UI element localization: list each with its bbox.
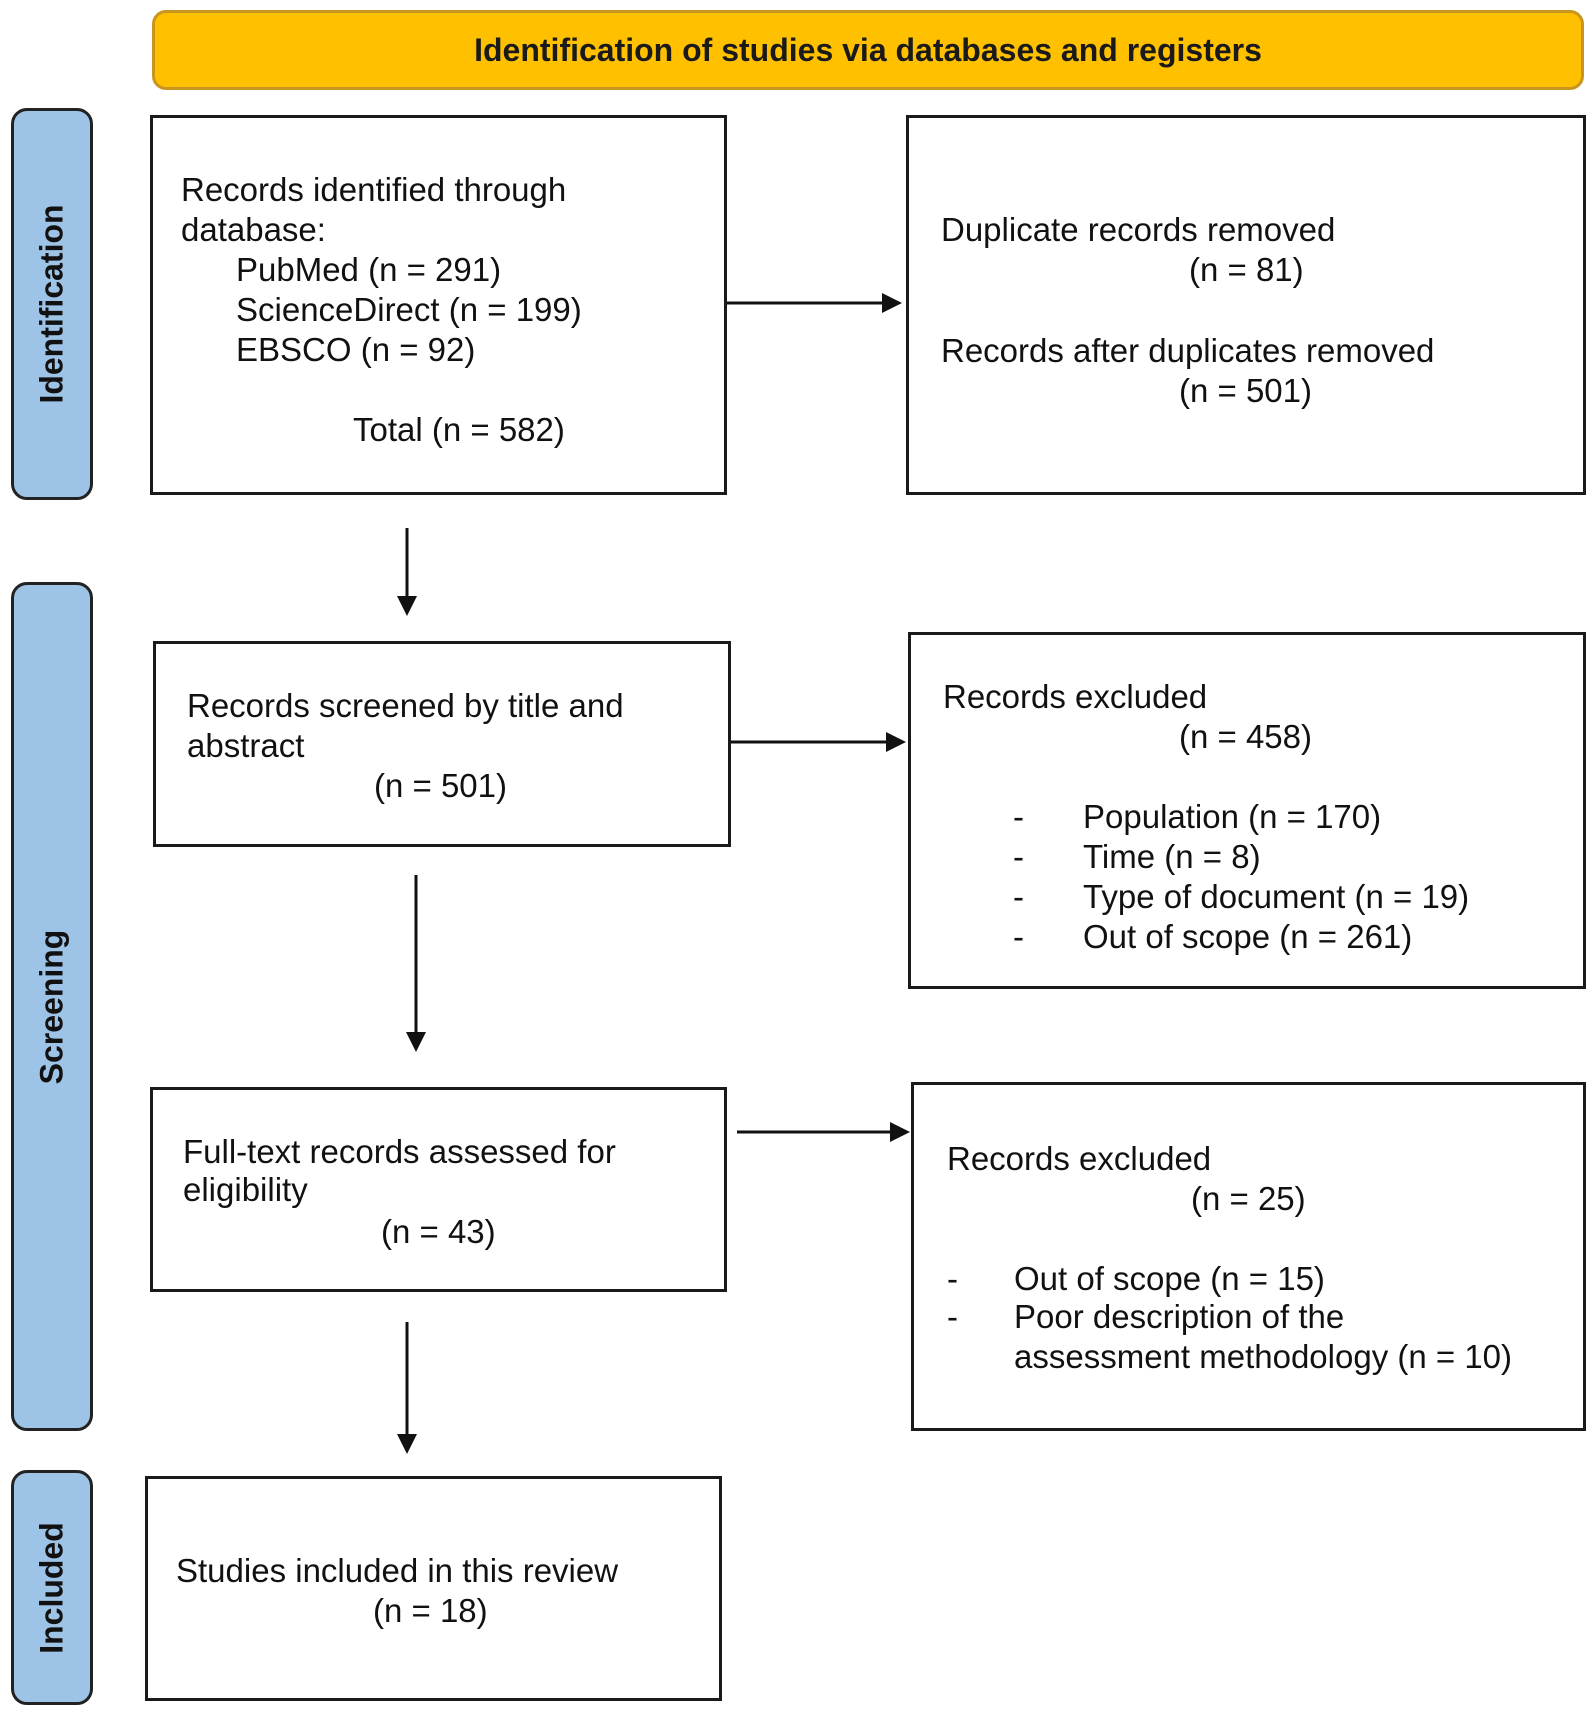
duplicates-box: Duplicate records removed (n = 81) Recor…: [906, 115, 1586, 495]
studies-included-line1: Studies included in this review: [176, 1552, 619, 1589]
records-screened-line1: Records screened by title and: [187, 687, 624, 724]
records-identified-box: Records identified through database: Pub…: [150, 115, 727, 495]
records-screened-box: Records screened by title and abstract (…: [153, 641, 731, 847]
records-screened-line2: abstract: [187, 727, 305, 764]
reason-population: Population (n = 170): [1083, 798, 1382, 835]
records-excluded-screening-box: Records excluded (n = 458) - Population …: [908, 632, 1586, 989]
fulltext-count: (n = 43): [381, 1213, 496, 1250]
studies-included-box: Studies included in this review (n = 18): [145, 1476, 722, 1701]
excluded-screening-label: Records excluded: [943, 678, 1208, 715]
reason-poor-description-continuation: assessment methodology (n = 10): [1014, 1338, 1513, 1375]
phase-screening: Screening: [11, 582, 93, 1431]
reason-bullet: -: [1013, 798, 1024, 835]
excluded-fulltext-count: (n = 25): [1191, 1180, 1306, 1217]
records-screened-count: (n = 501): [374, 767, 507, 804]
flow-header-title: Identification of studies via databases …: [474, 31, 1262, 68]
source-sciencedirect: ScienceDirect (n = 199): [236, 291, 582, 328]
reason-time: Time (n = 8): [1083, 838, 1261, 875]
reason-out-of-scope: Out of scope (n = 15): [1014, 1260, 1325, 1297]
reason-out-of-scope: Out of scope (n = 261): [1083, 918, 1413, 955]
arrowhead-down-icon: [406, 1032, 426, 1052]
reason-bullet: -: [1013, 838, 1024, 875]
arrowhead-right-icon: [882, 293, 902, 313]
excluded-screening-count: (n = 458): [1179, 718, 1312, 755]
source-pubmed: PubMed (n = 291): [236, 251, 502, 288]
excluded-fulltext-label: Records excluded: [947, 1140, 1212, 1177]
arrowhead-right-icon: [890, 1122, 910, 1142]
flow-header: Identification of studies via databases …: [152, 10, 1584, 90]
arrowhead-down-icon: [397, 1434, 417, 1454]
reason-bullet: -: [1013, 918, 1024, 955]
records-identified-line1: Records identified through: [181, 171, 567, 208]
reason-poor-description: Poor description of the: [1014, 1298, 1345, 1335]
studies-included-count: (n = 18): [373, 1592, 488, 1629]
records-identified-total: Total (n = 582): [353, 411, 565, 448]
phase-identification: Identification: [11, 108, 93, 500]
reason-bullet: -: [1013, 878, 1024, 915]
records-after-duplicates-label: Records after duplicates removed: [941, 332, 1435, 369]
arrowhead-right-icon: [886, 732, 906, 752]
arrowhead-down-icon: [397, 596, 417, 616]
fulltext-records-box: Full-text records assessed for eligibili…: [150, 1087, 727, 1292]
records-excluded-fulltext-box: Records excluded (n = 25) - Out of scope…: [911, 1082, 1586, 1431]
records-after-duplicates-count: (n = 501): [1179, 372, 1312, 409]
fulltext-line1: Full-text records assessed for: [183, 1133, 616, 1170]
fulltext-line2: eligibility: [183, 1171, 308, 1208]
phase-included: Included: [11, 1470, 93, 1705]
records-identified-line2: database:: [181, 211, 326, 248]
duplicates-removed-count: (n = 81): [1189, 251, 1304, 288]
reason-type-of-document: Type of document (n = 19): [1083, 878, 1470, 915]
source-ebsco: EBSCO (n = 92): [236, 331, 476, 368]
duplicates-removed-label: Duplicate records removed: [941, 211, 1336, 248]
reason-bullet: -: [947, 1260, 958, 1297]
reason-bullet: -: [947, 1298, 958, 1335]
